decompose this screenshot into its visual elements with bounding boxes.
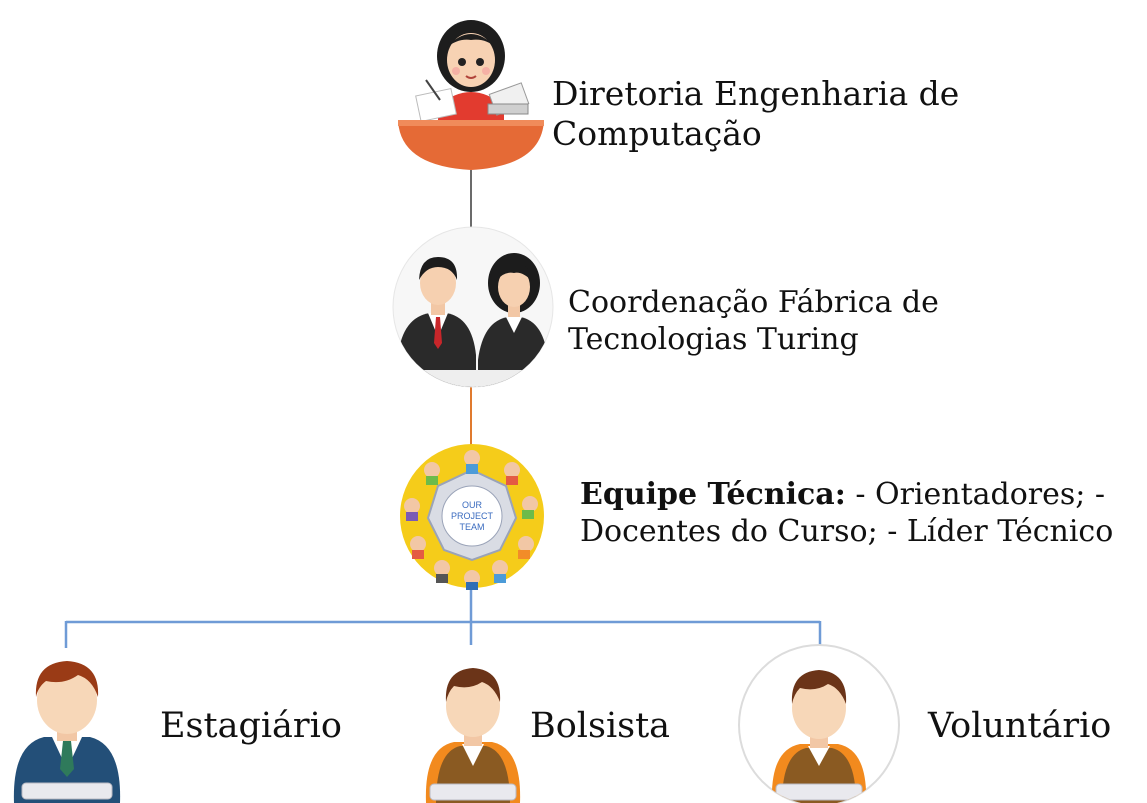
scholarship-avatar-icon xyxy=(425,668,521,803)
business-people-icon xyxy=(392,226,554,388)
intern-avatar-icon xyxy=(13,661,121,803)
team-badge-line1: OUR xyxy=(462,500,483,510)
diretoria-label-line2: Computação xyxy=(552,114,762,153)
diretoria-label: Diretoria Engenharia de Computação xyxy=(552,74,959,154)
equipe-label-line1: Equipe Técnica: - Orientadores; - xyxy=(580,476,1113,513)
equipe-label-line2: Docentes do Curso; - Líder Técnico xyxy=(580,514,1114,549)
coordenacao-label: Coordenação Fábrica de Tecnologias Turin… xyxy=(568,284,939,358)
volunteer-avatar-icon xyxy=(738,644,900,803)
equipe-label-title: Equipe Técnica: xyxy=(580,477,846,512)
woman-at-desk-icon xyxy=(398,20,544,170)
diretoria-label-line1: Diretoria Engenharia de xyxy=(552,74,960,113)
estagiario-label: Estagiário xyxy=(160,706,342,746)
equipe-label-line1-rest: - Orientadores; - xyxy=(845,477,1106,512)
equipe-label: Equipe Técnica: - Orientadores; - Docent… xyxy=(580,476,1113,550)
coordenacao-label-line2: Tecnologias Turing xyxy=(568,322,859,357)
project-team-icon: OUR PROJECT TEAM xyxy=(400,444,544,590)
voluntario-label: Voluntário xyxy=(928,706,1112,746)
team-badge-line2: PROJECT xyxy=(451,511,494,521)
bolsista-label: Bolsista xyxy=(530,706,671,746)
coordenacao-label-line1: Coordenação Fábrica de xyxy=(568,285,939,320)
team-badge-line3: TEAM xyxy=(459,522,484,532)
